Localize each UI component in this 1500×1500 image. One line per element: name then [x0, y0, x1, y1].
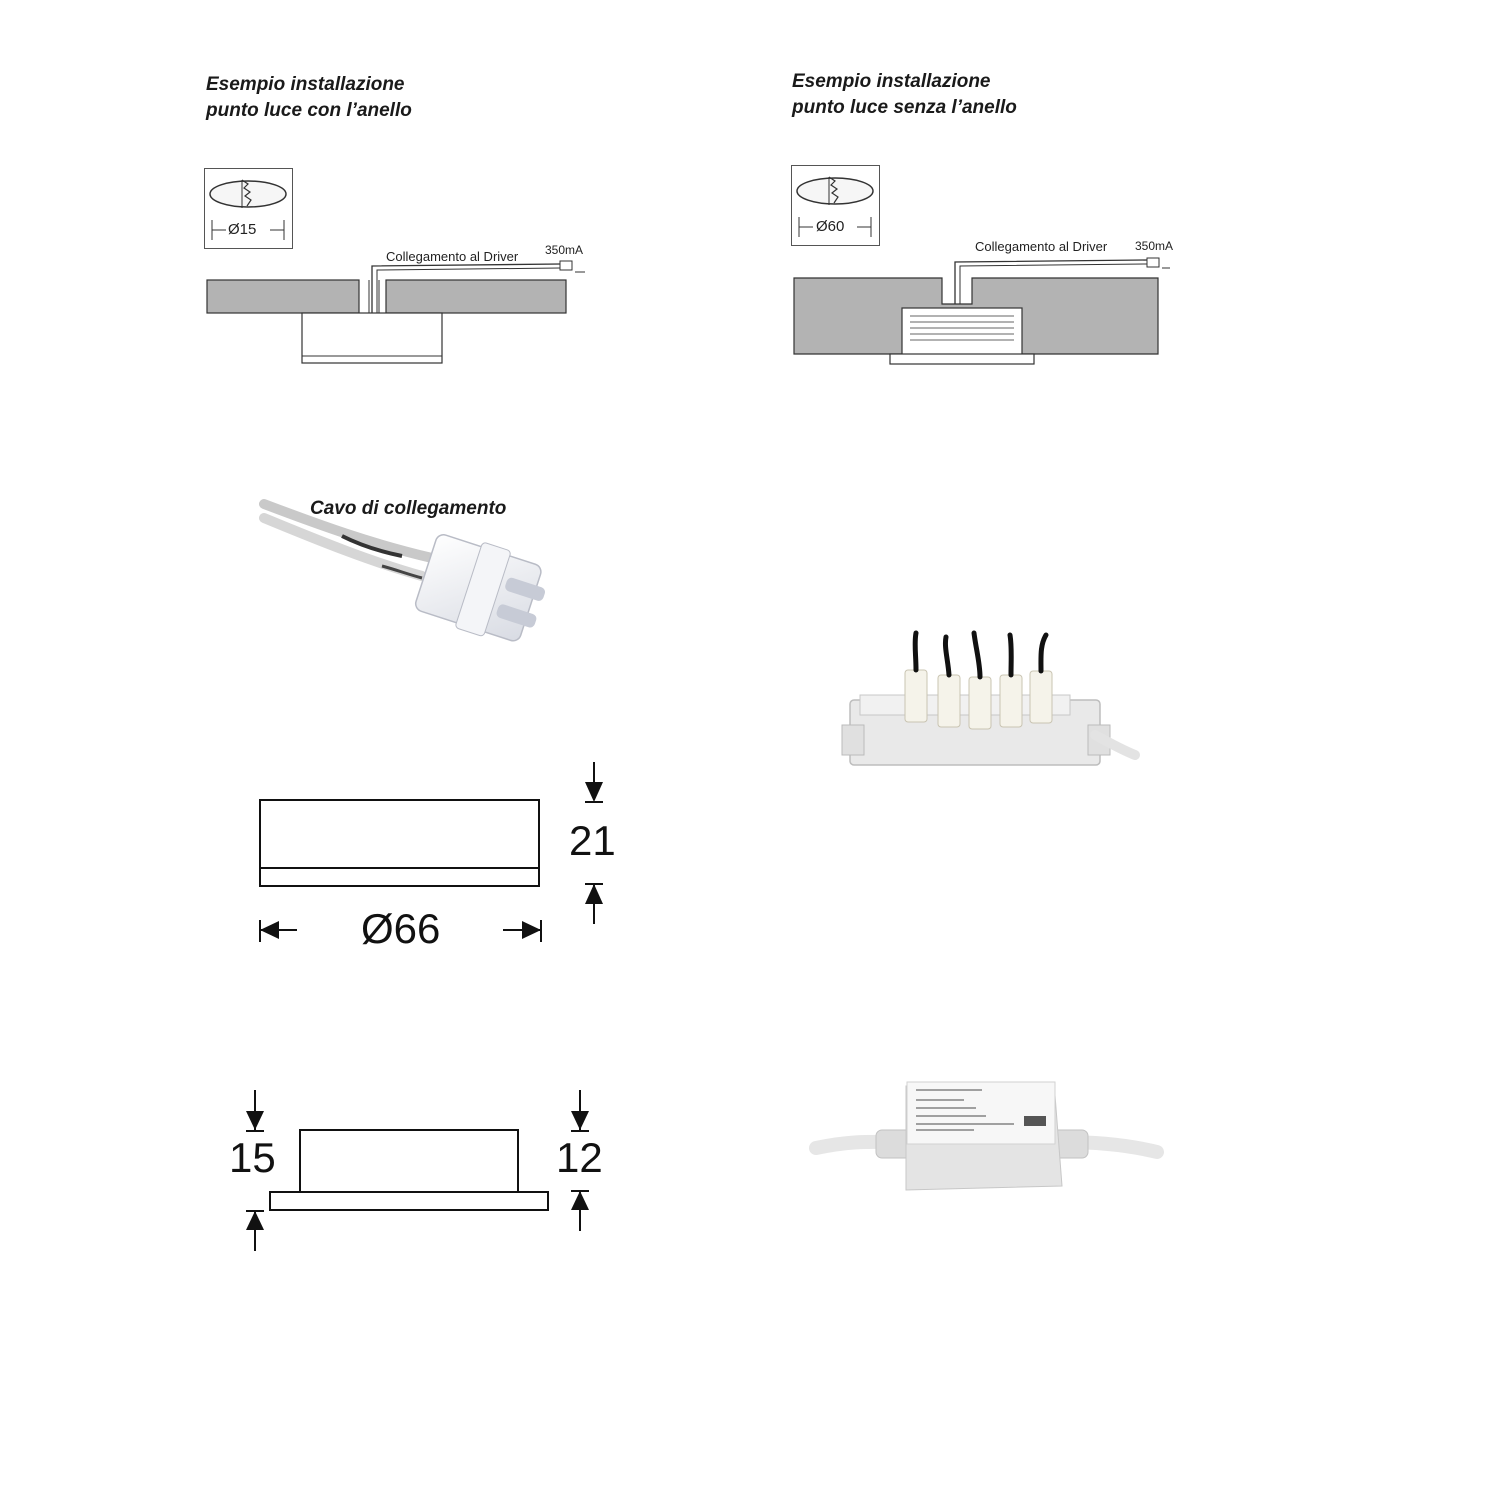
hole-cut-icon [791, 165, 880, 246]
hole-diameter-label-15: Ø15 [228, 221, 257, 238]
title-with-ring-line1: Esempio installazione [206, 74, 405, 95]
connection-label-right: Collegamento al Driver [975, 239, 1108, 254]
title-with-ring-line2: punto luce con l’anello [206, 100, 412, 121]
distribution-box [841, 630, 1140, 766]
diameter-dimension-66: Ø66 [361, 905, 441, 952]
height-dimension-15: 15 [229, 1134, 276, 1181]
connector-plug [259, 499, 545, 642]
height-dimension-21: 21 [569, 817, 616, 864]
dimension-drawing-bottom [246, 1090, 589, 1251]
title-without-ring-line2: punto luce senza l’anello [792, 97, 1017, 118]
current-label-right: 350mA [1135, 239, 1174, 253]
height-dimension-12: 12 [556, 1134, 603, 1181]
led-driver [809, 1081, 1164, 1191]
installation-diagram-with-ring [206, 260, 585, 364]
hole-diameter-label-60: Ø60 [816, 218, 845, 235]
title-without-ring-line1: Esempio installazione [792, 71, 991, 92]
current-label-left: 350mA [545, 243, 584, 257]
hole-cut-icon [204, 168, 293, 249]
cable-title: Cavo di collegamento [310, 498, 507, 519]
connection-label-left: Collegamento al Driver [386, 249, 519, 264]
dimension-drawing-top [259, 762, 603, 942]
installation-diagram-without-ring [793, 257, 1170, 365]
